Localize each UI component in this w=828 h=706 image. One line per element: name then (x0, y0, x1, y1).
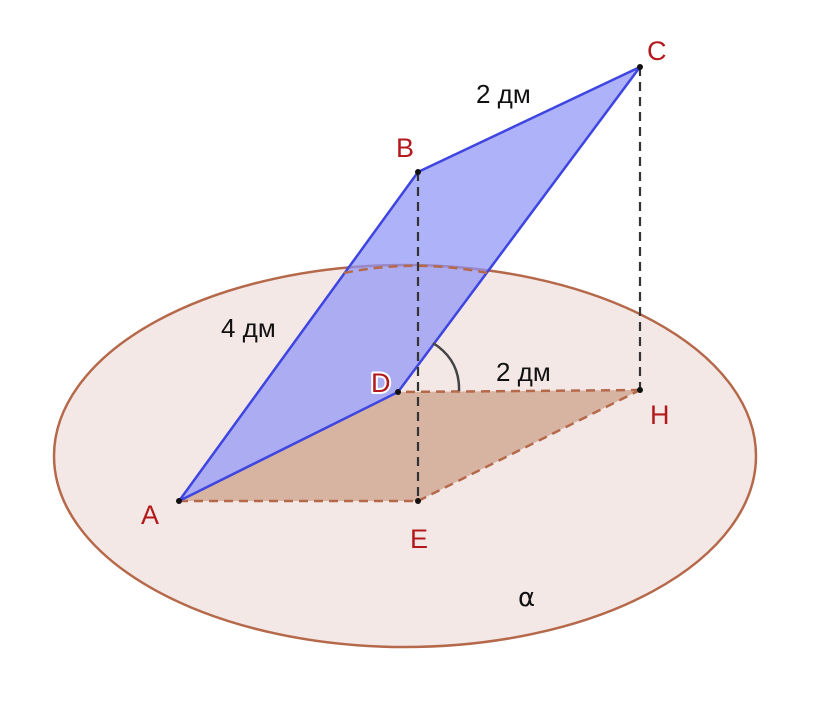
projection-parallelogram (179, 390, 640, 501)
point-h (637, 387, 643, 393)
point-a (176, 498, 182, 504)
length-label-ab: 4 дм (221, 313, 276, 343)
point-b (415, 169, 421, 175)
label-point-b: B (396, 133, 414, 163)
point-e (415, 498, 421, 504)
label-point-d: D (371, 368, 391, 398)
label-point-a: A (141, 500, 159, 530)
length-label-dh: 2 дм (496, 357, 551, 387)
point-d (395, 389, 401, 395)
plane-hidden-edge (343, 264, 493, 276)
angle-arc (432, 341, 461, 392)
label-point-c: C (647, 36, 667, 66)
length-label-bc: 2 дм (476, 79, 531, 109)
projection-edge-eh (417, 388, 641, 503)
label-plane-alpha: α (518, 583, 535, 613)
projection-edge-hd (397, 388, 641, 394)
label-point-h: H (650, 400, 670, 430)
point-c (637, 64, 643, 70)
label-point-e: E (410, 524, 428, 554)
